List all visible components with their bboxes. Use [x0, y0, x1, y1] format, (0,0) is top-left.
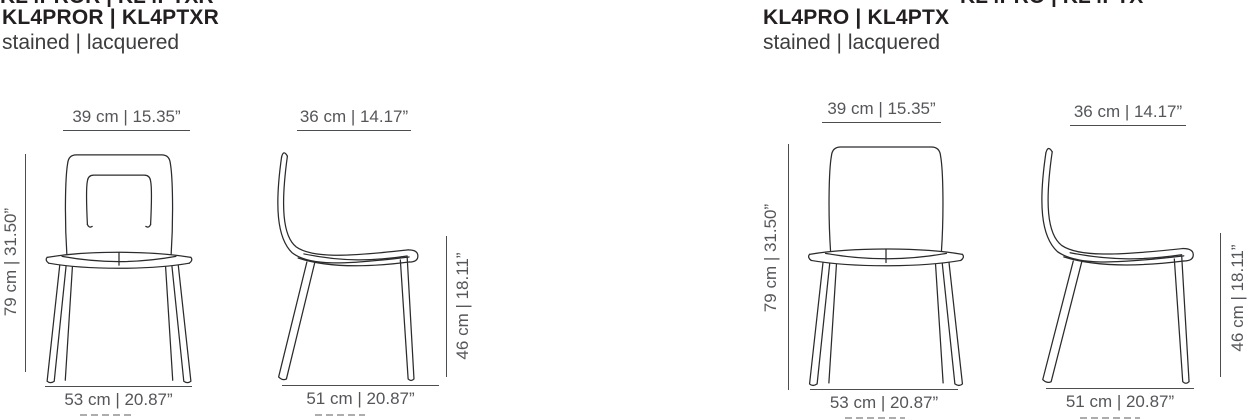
product-subtitle: stained | lacquered: [2, 31, 180, 54]
cropped-text-fragment: KL4PRO | KL4PTX: [960, 0, 1190, 7]
cropped-text-fragment: [1080, 417, 1140, 419]
product-subtitle: stained | lacquered: [763, 31, 941, 54]
front-base-dimension: 53 cm | 20.87”: [45, 386, 192, 410]
seat-height-dimension: 46 cm | 18.11”: [453, 252, 472, 360]
chair-side-drawing: [1028, 130, 1228, 390]
side-depth-dimension: 36 cm | 14.17”: [297, 107, 411, 131]
seat-height-dimension-line: [446, 236, 447, 377]
front-height-dimension: 79 cm | 31.50”: [761, 203, 780, 313]
front-height-dimension-line: [25, 154, 26, 372]
front-width-dimension: 39 cm | 15.35”: [822, 99, 941, 123]
side-base-dimension: 51 cm | 20.87”: [1046, 388, 1194, 412]
front-base-dimension: 53 cm | 20.87”: [810, 389, 958, 413]
front-height-dimension: 79 cm | 31.50”: [1, 207, 20, 317]
chair-front-drawing: [802, 142, 970, 390]
front-width-dimension: 39 cm | 15.35”: [63, 107, 190, 131]
cropped-text-fragment: [80, 414, 135, 416]
cropped-text-fragment: [315, 414, 365, 416]
product-title: KL4PROR | KL4PTXR: [2, 6, 219, 29]
cropped-text-fragment: [845, 417, 905, 419]
seat-height-dimension: 46 cm | 18.11”: [1228, 244, 1247, 352]
chair-front-drawing: [40, 150, 198, 387]
product-title: KL4PRO | KL4PTX: [763, 6, 950, 29]
side-base-dimension: 51 cm | 20.87”: [282, 385, 439, 409]
chair-side-drawing: [265, 135, 450, 387]
seat-height-dimension-line: [1220, 233, 1221, 377]
front-height-dimension-line: [788, 144, 789, 390]
side-depth-dimension: 36 cm | 14.17”: [1070, 102, 1186, 126]
cropped-text-fragment: KL4PROR | KL4PTXR: [0, 0, 240, 7]
